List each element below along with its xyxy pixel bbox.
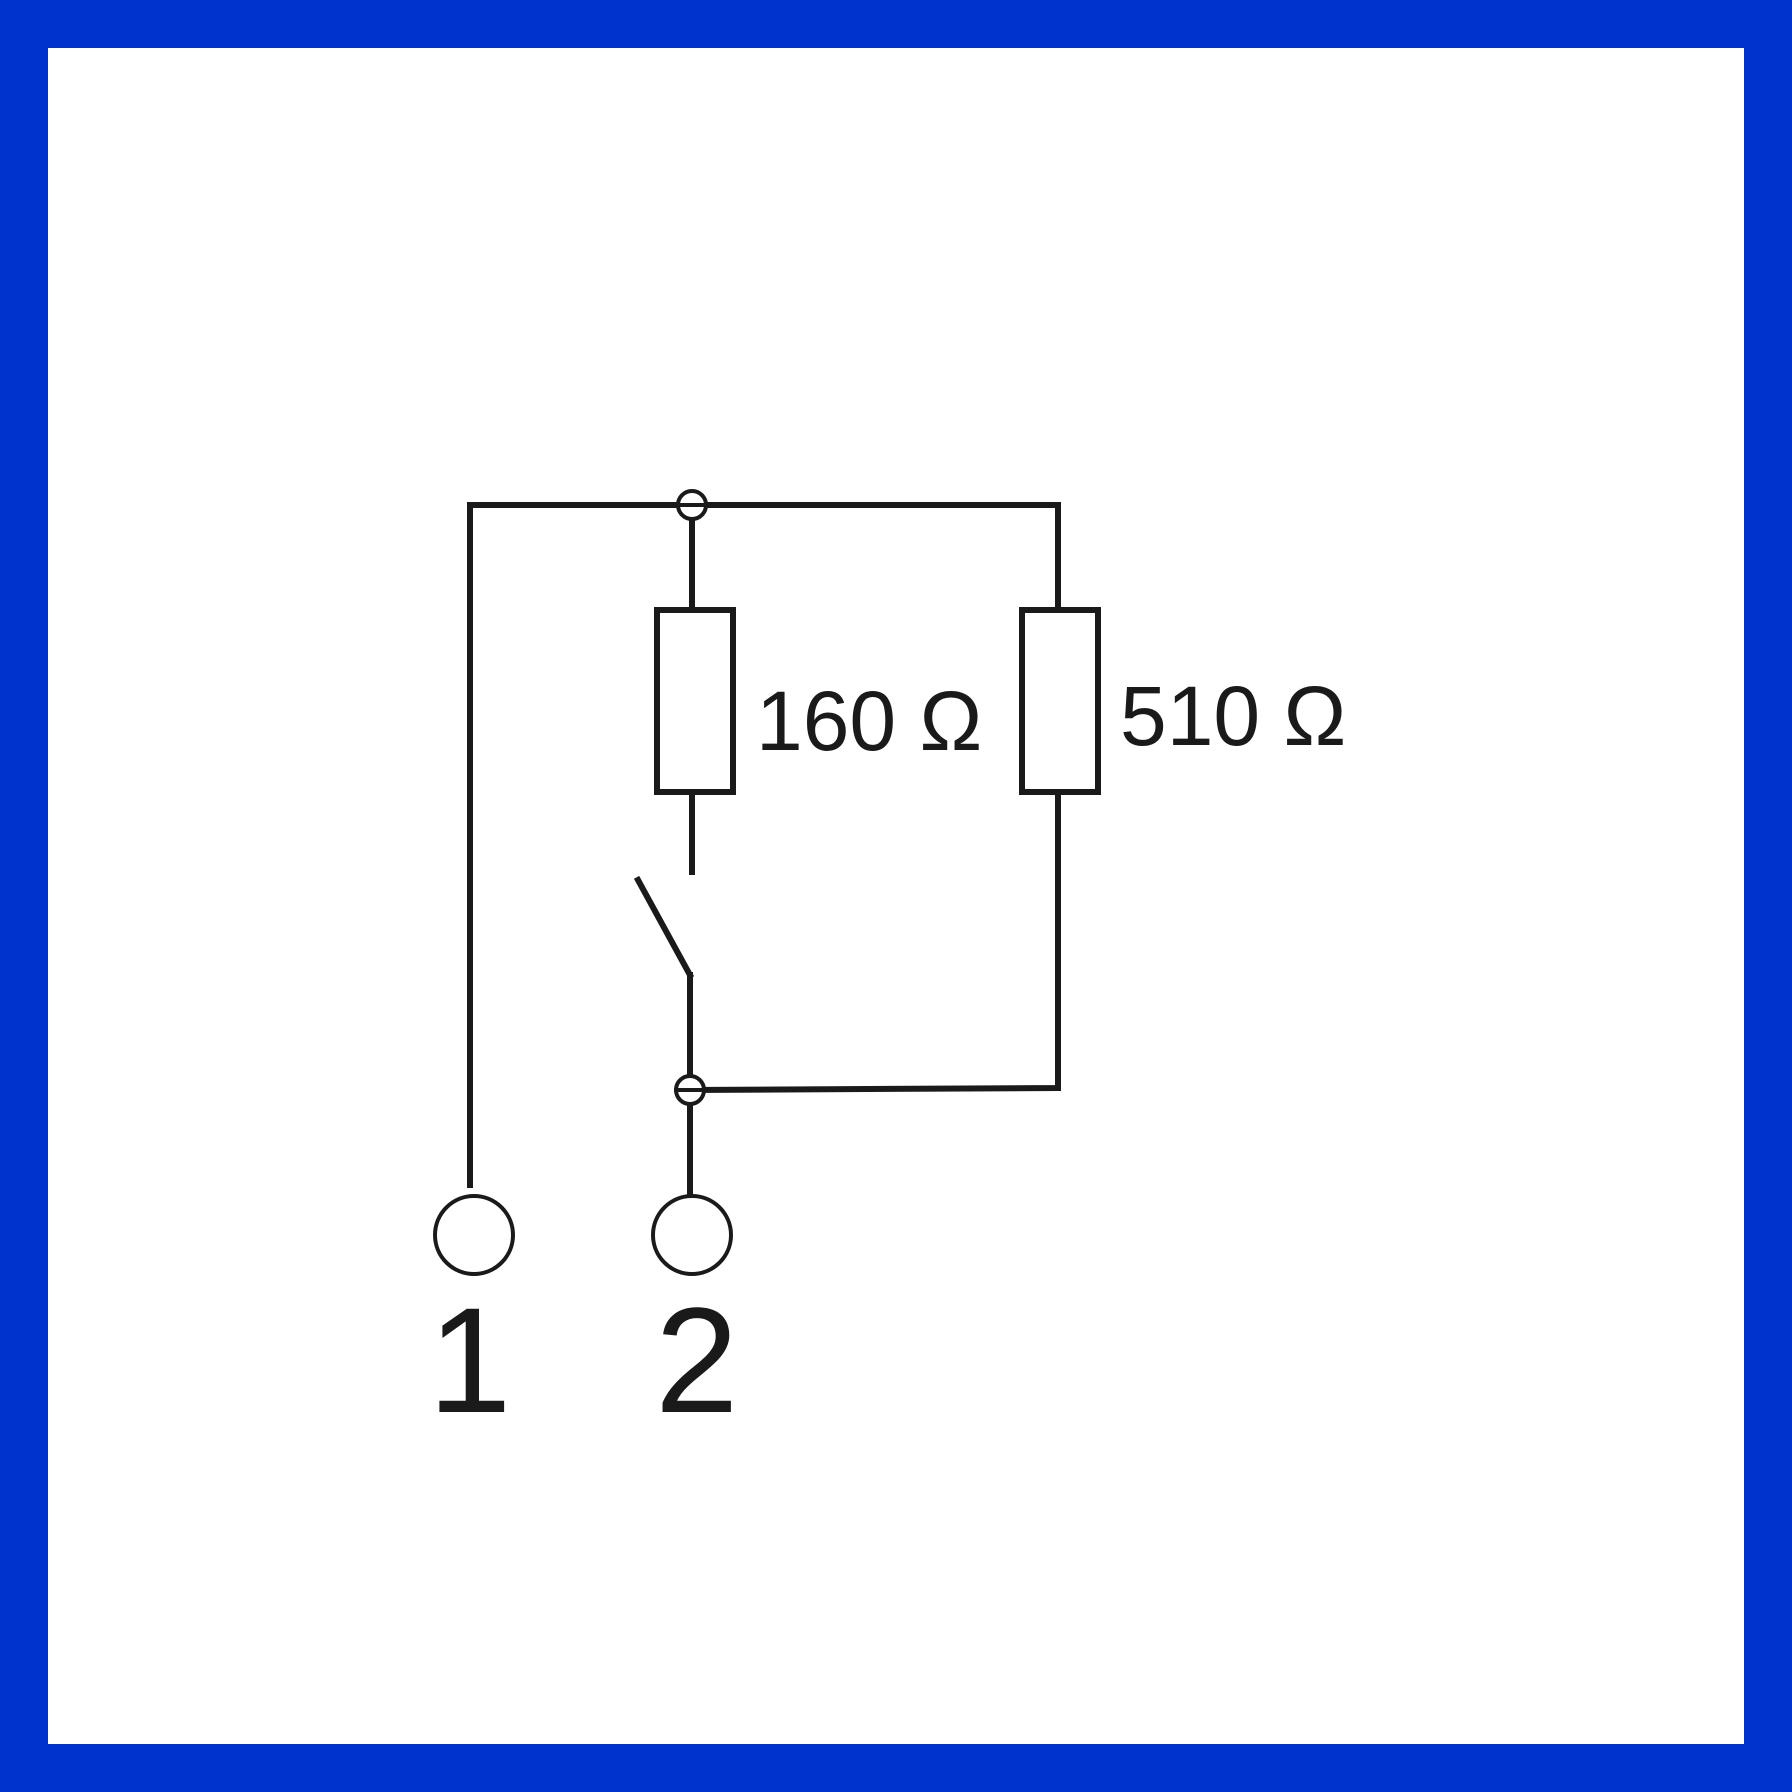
resistor-510-ohm-label: 510 Ω xyxy=(1120,669,1346,763)
terminal-1-circle xyxy=(433,1194,515,1276)
resistor-160-ohm xyxy=(654,607,736,795)
terminal-1-label: 1 xyxy=(428,1276,511,1444)
resistor-510-ohm xyxy=(1019,607,1101,795)
switch-blade xyxy=(633,875,695,980)
diagram-canvas xyxy=(48,48,1744,1744)
terminal-2-circle xyxy=(651,1194,733,1276)
wire-r2-bottom-rail xyxy=(686,789,1061,1094)
resistor-160-ohm-label: 160 Ω xyxy=(756,674,982,768)
wire-top-rail xyxy=(467,502,1061,1188)
terminal-2-label: 2 xyxy=(655,1276,738,1444)
